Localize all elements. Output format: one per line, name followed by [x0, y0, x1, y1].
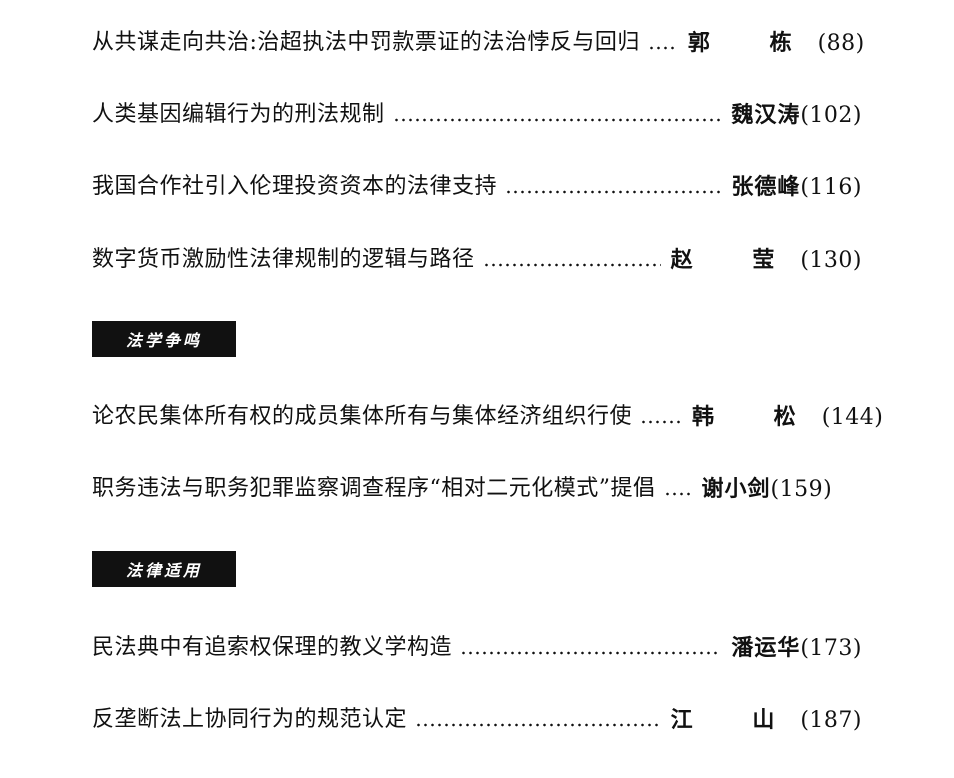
page-number: (187) [800, 707, 862, 733]
author-name: 韩 松 [692, 403, 822, 430]
dot-leader [392, 98, 722, 132]
entry-title: 论农民集体所有权的成员集体所有与集体经济组织行使 [92, 404, 633, 429]
page-number: (144) [821, 404, 884, 430]
page-number: (130) [800, 247, 862, 273]
dot-leader [460, 631, 722, 665]
entry-title: 数字货币激励性法律规制的逻辑与路径 [92, 247, 475, 272]
entry-author: 江 山(187) [671, 703, 862, 738]
author-name: 魏汉涛 [731, 101, 801, 128]
author-name: 张德峰 [731, 173, 801, 200]
page-number: (116) [800, 174, 862, 200]
toc-entry[interactable]: 我国合作社引入伦理投资资本的法律支持 张德峰(116) [92, 170, 862, 204]
toc-entry[interactable]: 人类基因编辑行为的刑法规制 魏汉涛(102) [92, 98, 862, 132]
entry-author: 郭 栋(88) [688, 26, 865, 61]
entry-title: 民法典中有追索权保理的教义学构造 [92, 635, 453, 660]
entry-title: 我国合作社引入伦理投资资本的法律支持 [92, 174, 498, 199]
section-header-debate: 法学争鸣 [92, 321, 236, 357]
entry-title: 反垄断法上协同行为的规范认定 [92, 707, 408, 732]
dot-leader [640, 400, 683, 434]
entry-author: 赵 莹(130) [671, 243, 862, 278]
entry-title: 职务违法与职务犯罪监察调查程序“相对二元化模式”提倡 [92, 476, 656, 501]
page-number: (173) [800, 635, 862, 661]
entry-author: 谢小剑(159) [702, 472, 833, 507]
entry-author: 张德峰(116) [731, 170, 862, 205]
author-name: 江 山 [670, 706, 801, 733]
toc-entry[interactable]: 职务违法与职务犯罪监察调查程序“相对二元化模式”提倡 谢小剑(159) [92, 472, 862, 506]
dot-leader [482, 243, 661, 277]
author-name: 潘运华 [731, 634, 801, 661]
page-number: (88) [817, 30, 865, 56]
author-name: 郭 栋 [687, 29, 818, 56]
toc-entry[interactable]: 数字货币激励性法律规制的逻辑与路径 赵 莹(130) [92, 243, 862, 277]
page-number: (159) [770, 476, 833, 502]
page-number: (102) [800, 102, 862, 128]
author-name: 赵 莹 [670, 246, 801, 273]
dot-leader [663, 472, 692, 506]
dot-leader [505, 170, 722, 204]
dot-leader [647, 26, 678, 60]
section-header-application: 法律适用 [92, 551, 236, 587]
toc-entry[interactable]: 论农民集体所有权的成员集体所有与集体经济组织行使 韩 松(144) [92, 400, 883, 434]
entry-author: 韩 松(144) [692, 400, 883, 435]
dot-leader [415, 703, 661, 737]
entry-author: 魏汉涛(102) [731, 98, 862, 133]
toc-entry[interactable]: 民法典中有追索权保理的教义学构造 潘运华(173) [92, 631, 862, 665]
entry-title: 从共谋走向共治:治超执法中罚款票证的法治悖反与回归 [92, 30, 640, 55]
toc-entry[interactable]: 反垄断法上协同行为的规范认定 江 山(187) [92, 703, 862, 737]
author-name: 谢小剑 [701, 475, 771, 502]
entry-title: 人类基因编辑行为的刑法规制 [92, 102, 385, 127]
toc-entry[interactable]: 从共谋走向共治:治超执法中罚款票证的法治悖反与回归 郭 栋(88) [92, 26, 865, 61]
entry-author: 潘运华(173) [731, 631, 862, 666]
